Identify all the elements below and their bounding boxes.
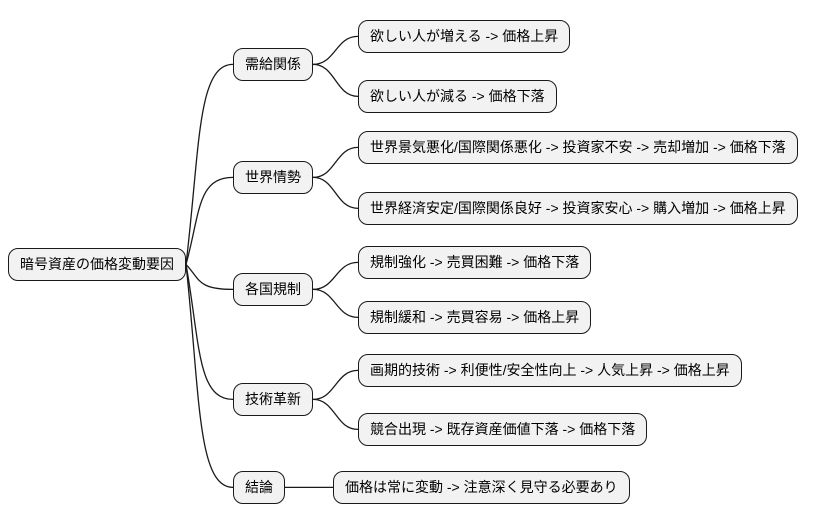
branch-node-regulations: 各国規制 [233,273,313,306]
leaf-node-world-good: 世界経済安定/国際関係良好 -> 投資家安心 -> 購入増加 -> 価格上昇 [358,192,798,225]
leaf-node-conclusion-watch: 価格は常に変動 -> 注意深く見守る必要あり [333,471,630,504]
leaf-node-regulation-tighten: 規制強化 -> 売買困難 -> 価格下落 [358,246,592,279]
leaf-node-demand-up: 欲しい人が増える -> 価格上昇 [358,20,571,53]
branch-node-world-affairs: 世界情勢 [233,161,313,194]
leaf-node-competitor-appears: 競合出現 -> 既存資産価値下落 -> 価格下落 [358,413,648,446]
leaf-node-regulation-relax: 規制緩和 -> 売買容易 -> 価格上昇 [358,301,592,334]
leaf-node-world-bad: 世界景気悪化/国際関係悪化 -> 投資家不安 -> 売却増加 -> 価格下落 [358,131,798,164]
leaf-node-demand-down: 欲しい人が減る -> 価格下落 [358,80,557,113]
root-node-price-factors: 暗号資産の価格変動要因 [8,248,186,281]
branch-node-conclusion: 結論 [233,471,285,504]
branch-node-supply-demand: 需給関係 [233,48,313,81]
leaf-node-breakthrough-tech: 画期的技術 -> 利便性/安全性向上 -> 人気上昇 -> 価格上昇 [358,354,742,387]
branch-node-tech-innovation: 技術革新 [233,383,313,416]
